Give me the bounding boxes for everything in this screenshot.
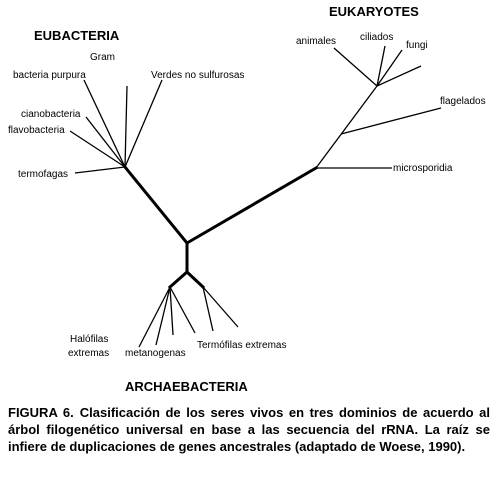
branch-gram bbox=[124, 85, 128, 168]
branch-fungi bbox=[376, 49, 403, 87]
branch-flagelados bbox=[340, 107, 442, 135]
branch-archaea-stem bbox=[167, 269, 190, 290]
label-microsporidia: microsporidia bbox=[393, 163, 453, 174]
caption-text: Clasificación de los seres vivos en tres… bbox=[8, 405, 490, 454]
phylogenetic-tree: EUBACTERIA EUKARYOTES ARCHAEBACTERIA Gra… bbox=[8, 4, 486, 394]
caption-label: FIGURA 6. bbox=[8, 405, 74, 420]
branch-ciliados bbox=[376, 45, 386, 87]
label-termofagas: termofagas bbox=[18, 169, 68, 180]
label-animales: animales bbox=[296, 36, 336, 47]
label-metanogenas: metanogenas bbox=[125, 348, 186, 359]
label-flagelados: flagelados bbox=[440, 96, 486, 107]
label-bacteria-purpura: bacteria purpura bbox=[13, 70, 86, 81]
label-ciliados: ciliados bbox=[360, 32, 393, 43]
figure-caption: FIGURA 6.Clasificación de los seres vivo… bbox=[8, 404, 490, 455]
branch-fungi-2 bbox=[376, 65, 422, 87]
label-verdes-no-sulfurosas: Verdes no sulfurosas bbox=[151, 70, 244, 81]
label-fungi: fungi bbox=[406, 40, 428, 51]
branch-termofagas bbox=[74, 166, 126, 174]
eubacteria-branches bbox=[69, 79, 163, 174]
branch-eukaryote-main bbox=[315, 85, 378, 169]
domain-archaebacteria: ARCHAEBACTERIA bbox=[125, 379, 248, 394]
branch-eubacteria-trunk bbox=[122, 164, 190, 246]
branch-halofilas-a bbox=[138, 286, 171, 348]
eukaryote-branches bbox=[315, 45, 442, 169]
branch-archaea-stem-right bbox=[184, 269, 206, 290]
domain-eubacteria: EUBACTERIA bbox=[34, 28, 120, 43]
caption-body: FIGURA 6.Clasificación de los seres vivo… bbox=[8, 404, 490, 455]
archaea-branches bbox=[138, 286, 239, 348]
branch-halofilas-b bbox=[155, 286, 171, 346]
branch-flavobacteria bbox=[69, 130, 126, 168]
label-halofilas-extremas: extremas bbox=[68, 348, 109, 359]
branch-eukaryote-trunk bbox=[184, 165, 319, 246]
label-cianobacteria: cianobacteria bbox=[21, 109, 81, 120]
label-flavobacteria: flavobacteria bbox=[8, 125, 65, 136]
branch-termofilas-b bbox=[202, 286, 239, 328]
branch-metanogenas-a bbox=[169, 286, 174, 336]
label-termofilas-extremas: Termófilas extremas bbox=[197, 340, 286, 351]
branch-metanogenas-b bbox=[169, 286, 196, 334]
branch-termofilas-a bbox=[202, 286, 214, 332]
branch-cianobacteria bbox=[85, 116, 126, 168]
tree-trunk bbox=[122, 164, 319, 290]
branch-animales bbox=[333, 47, 378, 87]
branch-bacteria-purpura bbox=[83, 79, 126, 168]
branch-verdes bbox=[124, 79, 163, 168]
label-halofilas: Halófilas bbox=[70, 334, 108, 345]
domain-eukaryotes: EUKARYOTES bbox=[329, 4, 419, 19]
label-gram: Gram bbox=[90, 52, 115, 63]
